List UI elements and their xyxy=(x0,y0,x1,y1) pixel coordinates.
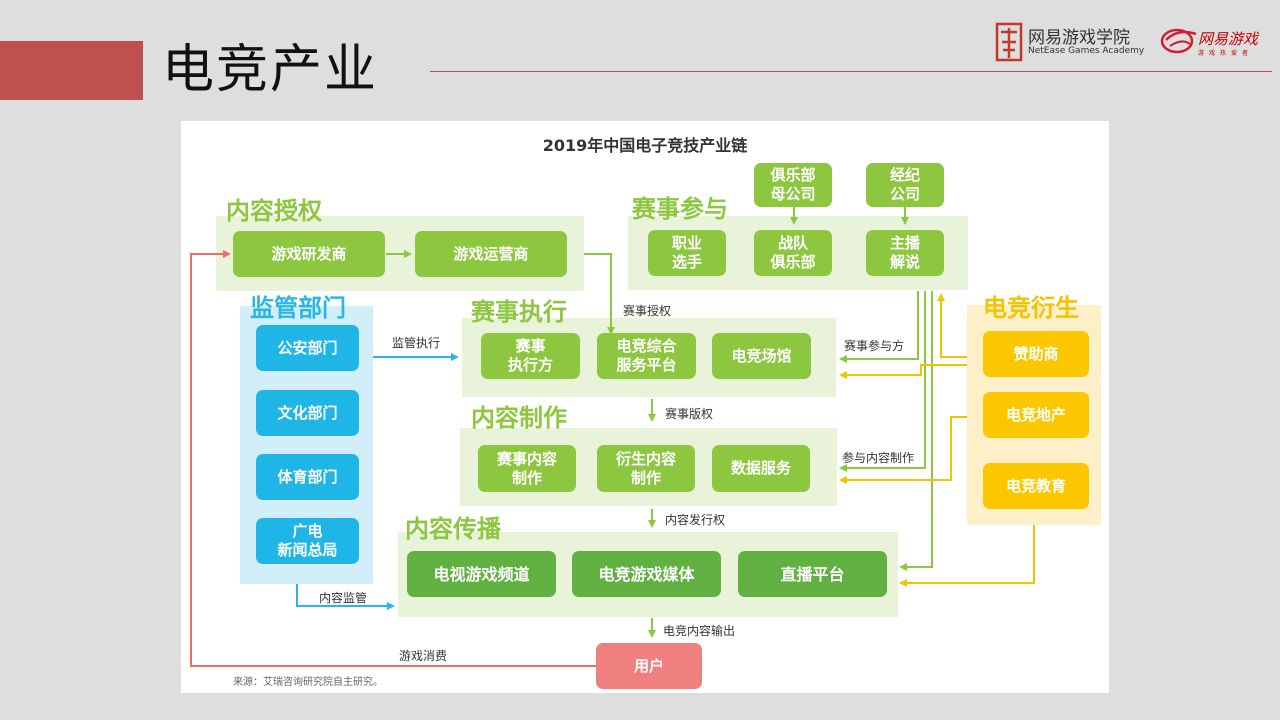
page-title: 电竞产业 xyxy=(162,40,379,100)
public-security-box: 公安部门 xyxy=(256,325,359,371)
label-event-copyright: 赛事版权 xyxy=(665,407,714,421)
flow-connectors xyxy=(190,207,1035,667)
club-parent-company-box: 俱乐部 母公司 xyxy=(754,163,832,207)
esports-service-platform-box: 电竞综合 服务平台 xyxy=(597,333,696,379)
title-accent-bar xyxy=(0,41,143,100)
sponsor-box: 赞助商 xyxy=(983,331,1089,377)
label-distribution-rights: 内容发行权 xyxy=(665,513,726,527)
label-game-consumption: 游戏消费 xyxy=(399,649,448,663)
agency-company-box: 经纪 公司 xyxy=(866,163,944,207)
event-content-production-box: 赛事内容 制作 xyxy=(478,445,576,492)
esports-education-box: 电竞教育 xyxy=(983,463,1089,509)
title-divider xyxy=(430,71,1272,72)
radio-tv-press-box: 广电 新闻总局 xyxy=(256,518,359,564)
content-license-header: 内容授权 xyxy=(226,197,322,225)
data-service-box: 数据服务 xyxy=(712,445,810,492)
pro-player-box: 职业 选手 xyxy=(648,230,726,276)
esports-venue-box: 电竞场馆 xyxy=(712,333,811,379)
academy-name-cn: 网易游戏学院 xyxy=(1028,28,1130,48)
netease-bird-icon xyxy=(1160,28,1197,54)
netease-games-logo: 网易游戏 游戏热爱者 xyxy=(1160,20,1270,62)
netease-games-tagline: 游戏热爱者 xyxy=(1198,50,1254,57)
label-event-participants: 赛事参与方 xyxy=(844,339,905,353)
esports-game-media-box: 电竞游戏媒体 xyxy=(572,551,721,597)
label-content-participation: 参与内容制作 xyxy=(842,451,915,465)
label-esports-output: 电竞内容输出 xyxy=(663,624,736,638)
academy-seal-icon xyxy=(995,22,1023,62)
participation-header: 赛事参与 xyxy=(632,195,728,223)
event-executor-box: 赛事 执行方 xyxy=(481,333,580,379)
industry-chain-diagram: 2019年中国电子竞技产业链 内容授权 赛事参与 监管部门 赛事执行 内容制作 … xyxy=(181,121,1109,693)
netease-academy-logo: 网易游戏学院 NetEase Games Academy xyxy=(995,20,1155,62)
academy-name-en: NetEase Games Academy xyxy=(1028,46,1145,56)
live-streaming-platform-box: 直播平台 xyxy=(738,551,887,597)
sports-department-box: 体育部门 xyxy=(256,454,359,500)
team-club-box: 战队 俱乐部 xyxy=(754,230,832,276)
derivatives-header: 电竞衍生 xyxy=(983,294,1079,322)
tv-game-channel-box: 电视游戏频道 xyxy=(407,551,556,597)
regulation-header: 监管部门 xyxy=(250,294,346,322)
diagram-title: 2019年中国电子竞技产业链 xyxy=(542,136,748,155)
game-operator-box: 游戏运营商 xyxy=(415,231,567,277)
production-header: 内容制作 xyxy=(471,404,567,432)
game-developer-box: 游戏研发商 xyxy=(233,231,385,277)
culture-department-box: 文化部门 xyxy=(256,390,359,436)
execution-header: 赛事执行 xyxy=(471,298,567,326)
user-box: 用户 xyxy=(596,643,702,689)
label-supervision-execution: 监管执行 xyxy=(392,336,441,350)
netease-games-name: 网易游戏 xyxy=(1198,30,1259,48)
esports-real-estate-box: 电竞地产 xyxy=(983,392,1089,438)
streamer-commentator-box: 主播 解说 xyxy=(866,230,944,276)
source-note: 来源：艾瑞咨询研究院自主研究。 xyxy=(233,677,383,688)
distribution-header: 内容传播 xyxy=(405,515,501,543)
label-content-supervision: 内容监管 xyxy=(319,591,368,605)
derivative-content-production-box: 衍生内容 制作 xyxy=(597,445,695,492)
label-event-license: 赛事授权 xyxy=(623,304,672,318)
